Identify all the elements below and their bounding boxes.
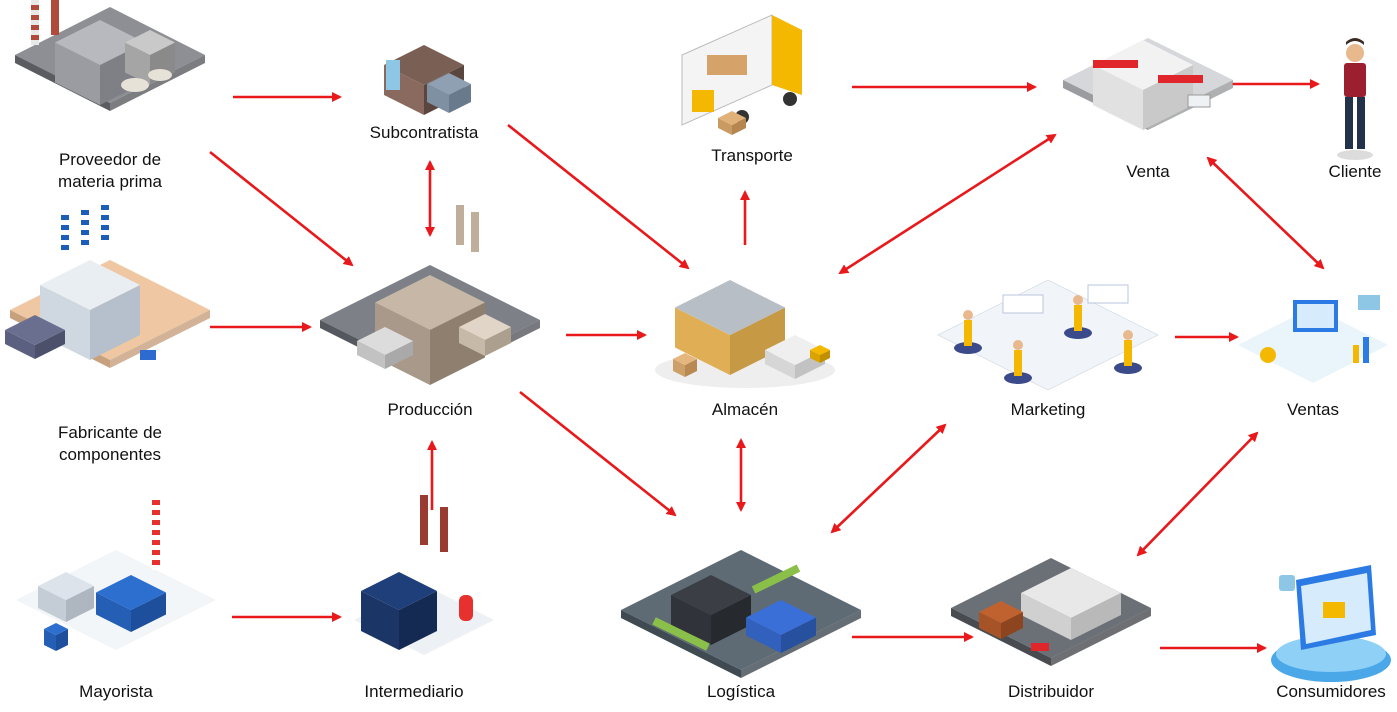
- node-label-line: Ventas: [1287, 400, 1339, 419]
- node-label-line: Proveedor de: [58, 150, 162, 169]
- sales-dashboard-icon: [1238, 295, 1388, 383]
- node-label-line: Venta: [1126, 162, 1170, 181]
- arrow-proveedor-to-produccion: [209, 150, 354, 267]
- node-label-line: Subcontratista: [369, 123, 479, 142]
- node-label-produccion: Producción: [387, 399, 472, 421]
- component-plant-icon: [5, 200, 210, 368]
- node-label-line: Distribuidor: [1008, 682, 1094, 701]
- node-label-transporte: Transporte: [711, 145, 793, 167]
- marketing-people-icon: [936, 279, 1160, 391]
- node-label-line: Producción: [387, 400, 473, 419]
- person-icon: [1337, 38, 1373, 160]
- truck-forklift-icon: [681, 14, 802, 135]
- node-label-line: Mayorista: [79, 682, 153, 701]
- arrow-almacen-to-venta: [838, 133, 1057, 275]
- arrow-venta-to-ventas: [1206, 156, 1325, 270]
- arrow-distribuidor-to-ventas: [1136, 431, 1259, 557]
- node-label-proveedor: Proveedor de materia prima: [58, 149, 162, 193]
- small-factory-icon: [384, 45, 471, 115]
- office-chimney-icon: [354, 495, 494, 655]
- large-factory-icon: [320, 205, 540, 385]
- node-label-line: componentes: [58, 445, 162, 464]
- warehouse-icon: [655, 280, 835, 388]
- node-label-mayorista: Mayorista: [79, 681, 153, 703]
- arrow-logistica-to-marketing: [830, 423, 947, 534]
- node-label-line: Fabricante de: [58, 423, 162, 442]
- node-label-line: materia prima: [58, 172, 162, 191]
- node-label-line: Transporte: [711, 146, 793, 165]
- arrow-produccion-to-logistica: [519, 390, 677, 517]
- node-label-subcontratista: Subcontratista: [370, 122, 479, 144]
- node-label-fabricante: Fabricante de componentes: [58, 422, 162, 466]
- node-label-line: Cliente: [1328, 162, 1382, 181]
- node-label-line: Logística: [706, 682, 776, 701]
- laptop-cart-icon: [1271, 565, 1391, 682]
- node-label-line: Intermediario: [364, 682, 464, 701]
- node-label-venta: Venta: [1126, 161, 1170, 183]
- store-front-icon: [1063, 38, 1233, 130]
- node-label-consumidores: Consumidores: [1276, 681, 1386, 703]
- node-label-logistica: Logística: [707, 681, 775, 703]
- node-label-line: Almacén: [711, 400, 779, 419]
- node-label-distribuidor: Distribuidor: [1008, 681, 1094, 703]
- node-label-almacen: Almacén: [712, 399, 778, 421]
- node-label-marketing: Marketing: [1011, 399, 1086, 421]
- node-label-intermediario: Intermediario: [364, 681, 463, 703]
- node-label-cliente: Cliente: [1329, 161, 1382, 183]
- node-label-line: Consumidores: [1276, 682, 1386, 701]
- logistics-hub-icon: [621, 550, 861, 678]
- node-label-ventas: Ventas: [1287, 399, 1339, 421]
- arrow-subcontratista-to-almacen: [507, 123, 690, 270]
- refinery-icon: [15, 0, 205, 111]
- node-label-line: Marketing: [1010, 400, 1086, 419]
- distribution-center-icon: [951, 558, 1151, 666]
- power-plant-icon: [16, 495, 216, 651]
